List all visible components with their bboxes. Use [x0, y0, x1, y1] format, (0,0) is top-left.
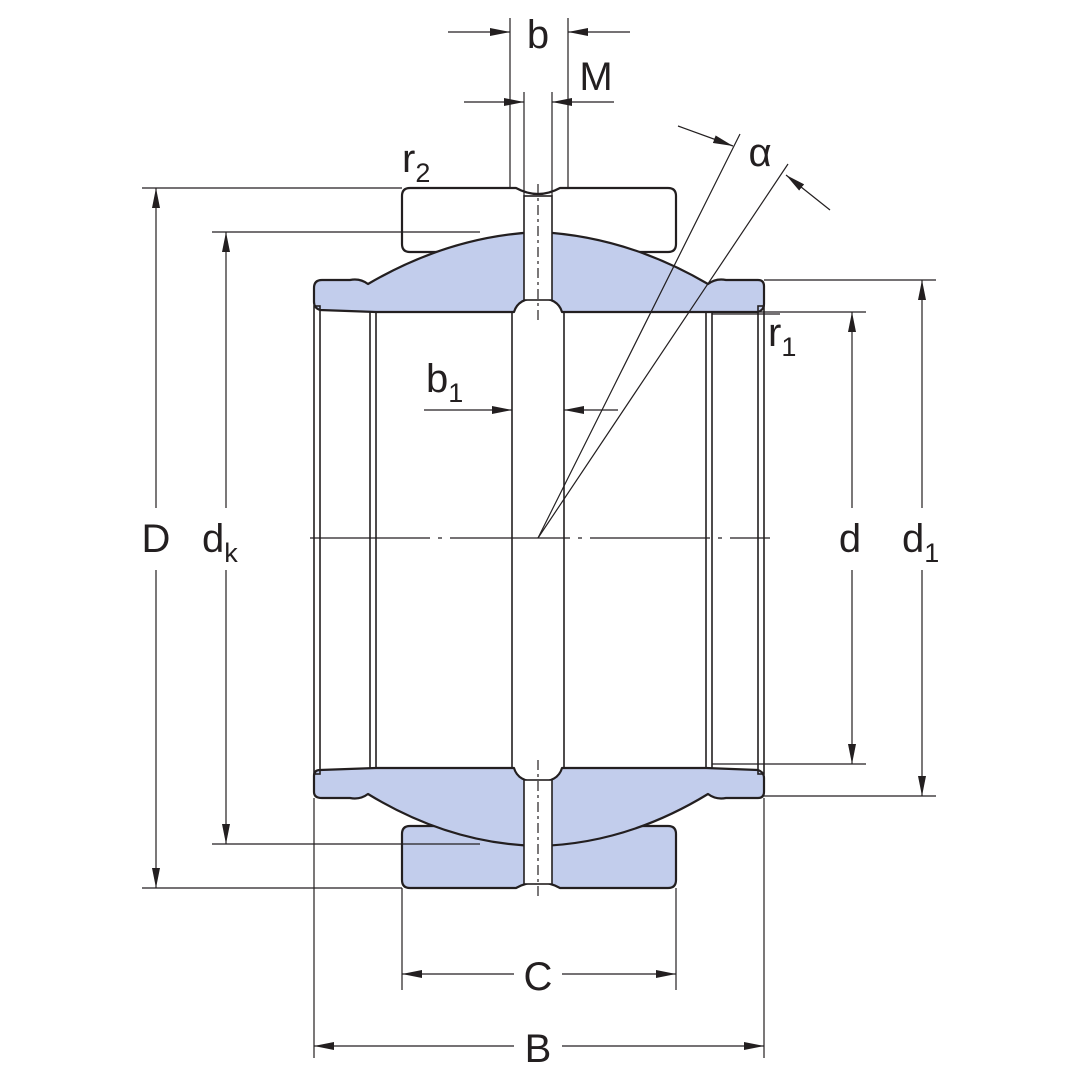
alpha-line-2 [537, 163, 789, 539]
label-b: b [527, 13, 549, 57]
label-D: D [142, 517, 171, 561]
label-dk: dk [202, 517, 238, 568]
label-B: B [525, 1027, 552, 1071]
label-C: C [524, 955, 553, 999]
alpha-arrow-2 [785, 174, 831, 211]
label-r1: r1 [768, 311, 796, 362]
label-r2: r2 [402, 137, 430, 188]
label-m: M [579, 55, 612, 99]
label-d: d [839, 517, 861, 561]
bore-left-wall [313, 305, 321, 775]
bore-right-wall [757, 305, 765, 775]
label-b1: b1 [426, 357, 463, 408]
label-alpha: α [748, 131, 771, 175]
label-d1: d1 [902, 517, 939, 568]
alpha-arrow-1 [677, 125, 734, 147]
alpha-line-1 [537, 133, 741, 539]
